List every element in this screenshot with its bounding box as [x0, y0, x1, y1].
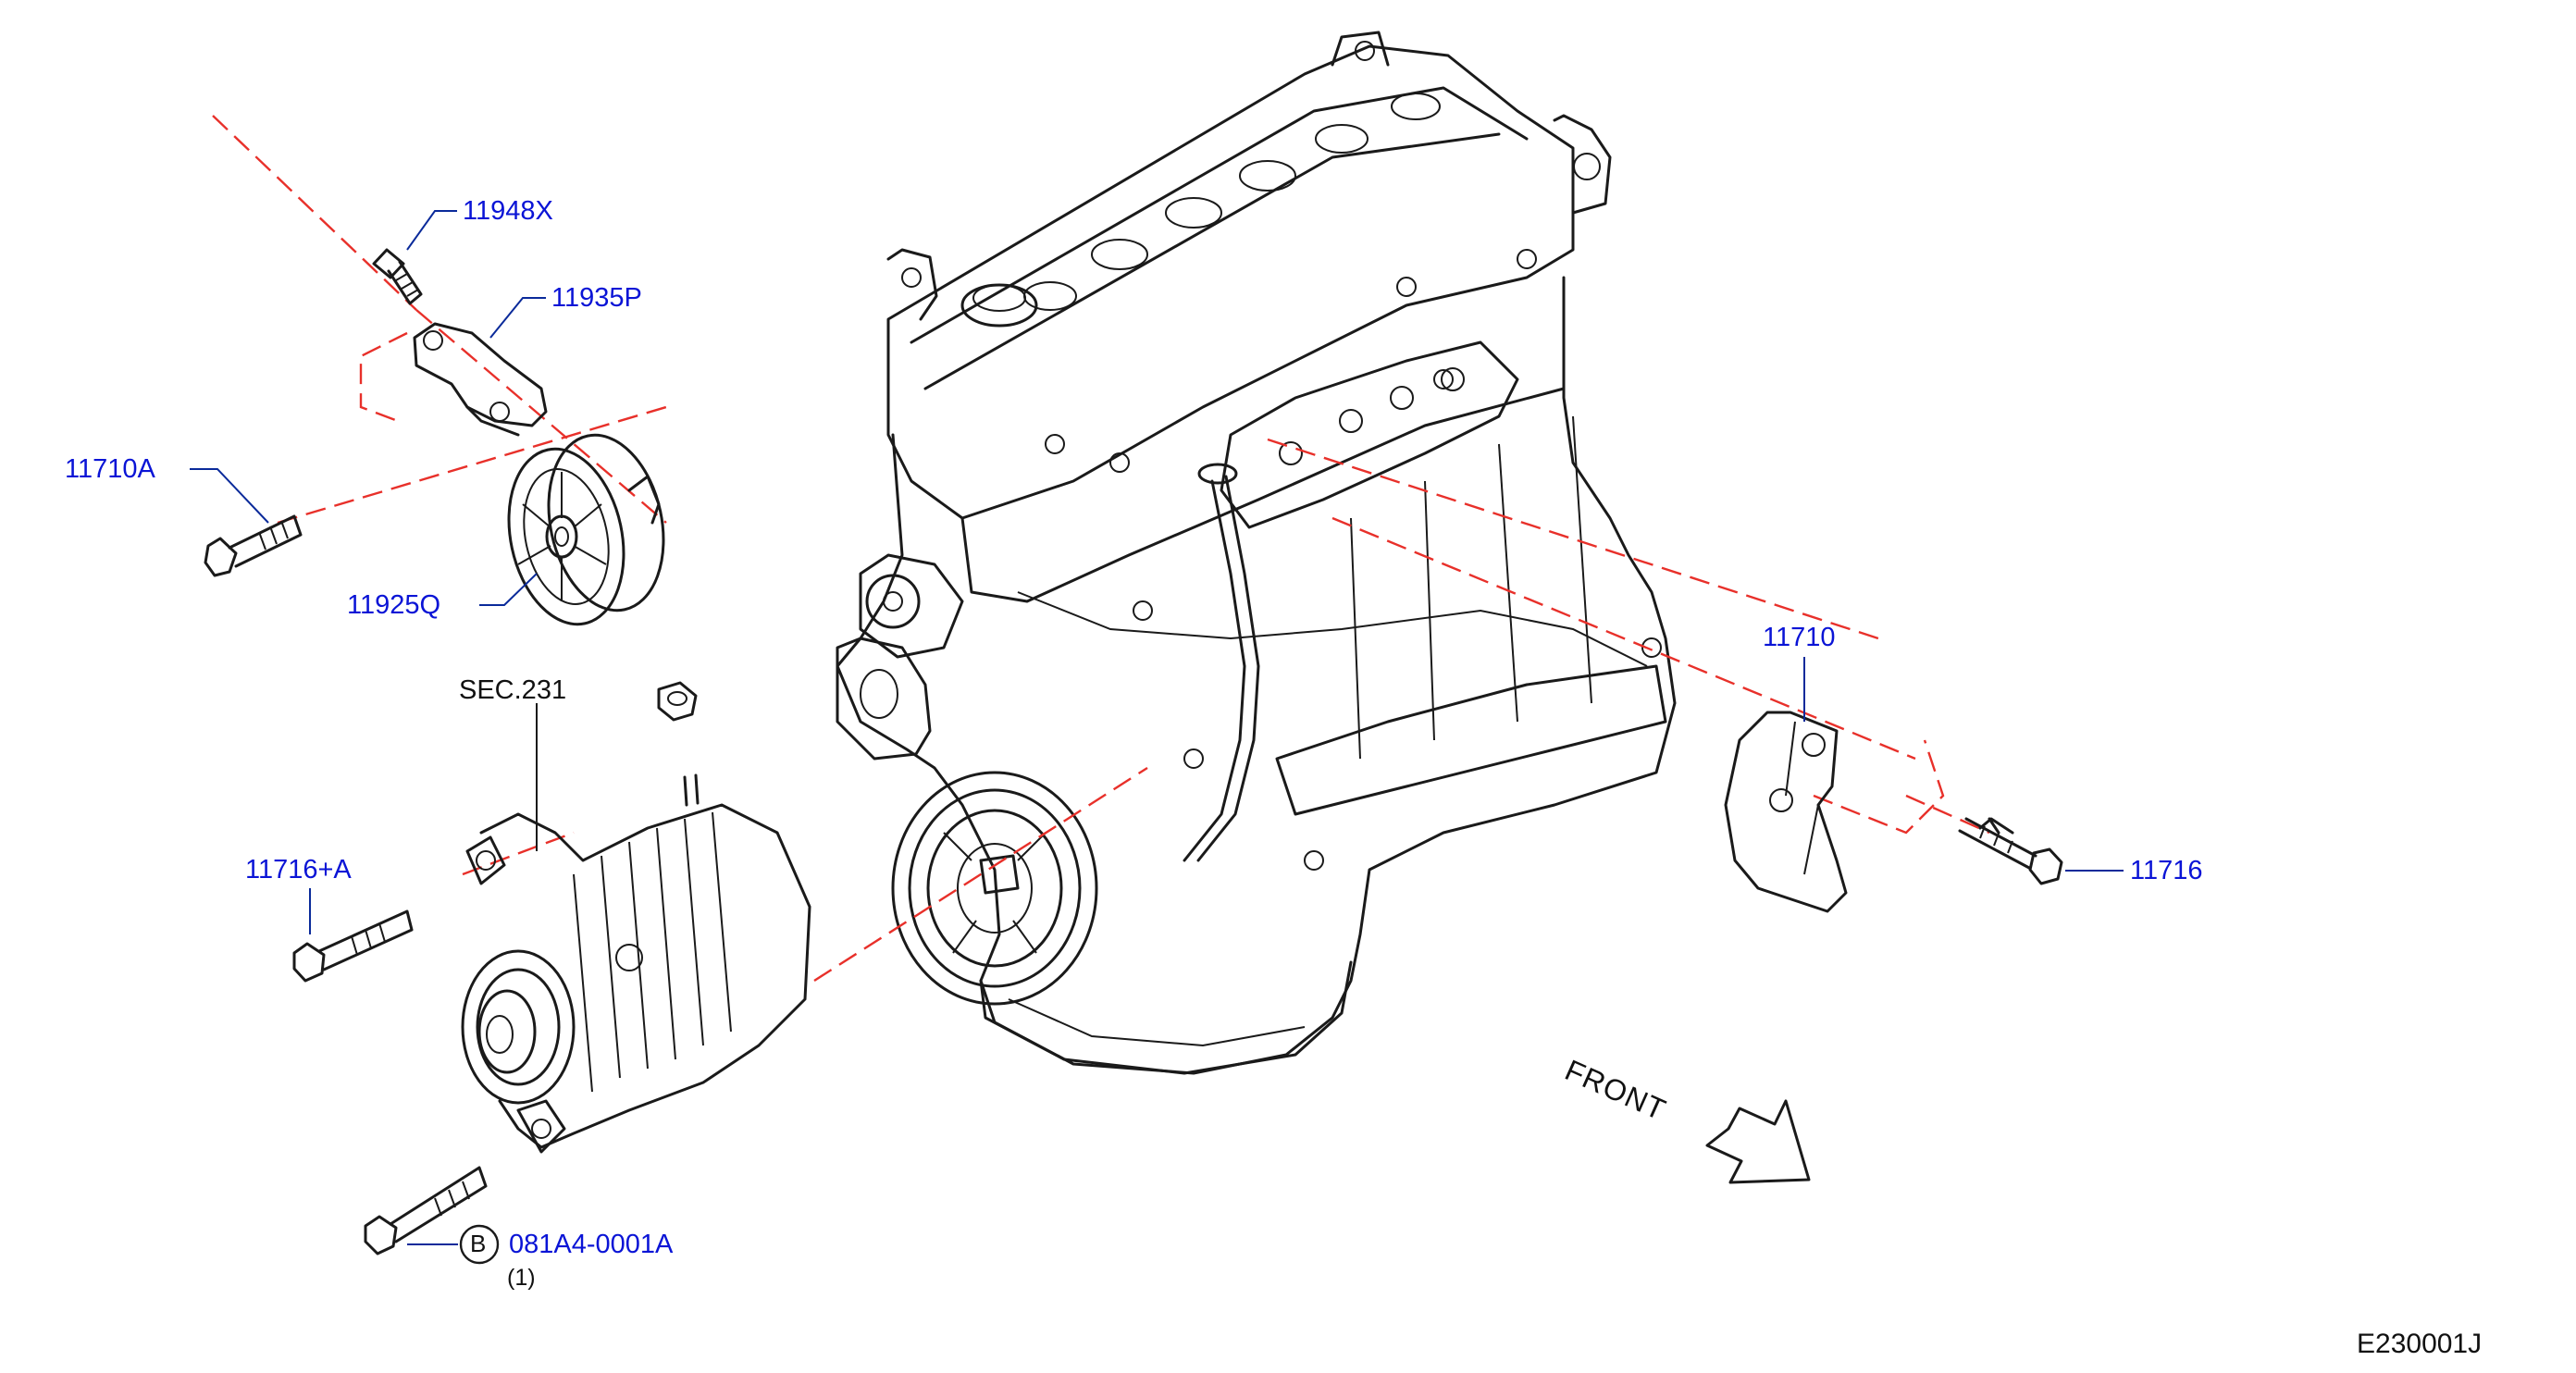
front-arrow-icon — [1705, 1099, 1811, 1184]
figure-id: E230001J — [2357, 1329, 2483, 1359]
alternator-drawing — [461, 681, 811, 1154]
label-11935p: 11935P — [551, 283, 642, 313]
bracket-11935p-drawing — [413, 322, 548, 437]
label-11716-a: 11716+A — [245, 855, 352, 884]
leader-lines — [190, 210, 2124, 1245]
label-sec-231: SEC.231 — [459, 675, 567, 705]
label-11716: 11716 — [2130, 856, 2203, 885]
idler-pulley-11925q-drawing — [507, 433, 665, 626]
circle-marker-ring — [459, 1224, 500, 1265]
label-081a4-0001a: 081A4-0001A — [509, 1230, 674, 1259]
label-081a4-quantity: (1) — [507, 1265, 536, 1291]
label-11925q: 11925Q — [347, 590, 441, 620]
label-11710: 11710 — [1763, 623, 1836, 652]
bolt-11948x-drawing — [372, 248, 423, 305]
label-11710a: 11710A — [65, 454, 155, 484]
engine-assembly — [836, 31, 1677, 1075]
label-11948x: 11948X — [463, 196, 553, 226]
bolt-11716a-drawing — [292, 909, 414, 983]
centerlines — [212, 115, 1990, 983]
bolt-11716-drawing — [1958, 817, 2063, 885]
bolt-081a4-drawing — [364, 1166, 488, 1255]
bolt-11710a-drawing — [204, 514, 303, 577]
circle-marker-letter: B — [470, 1230, 487, 1257]
bracket-11710-drawing — [1724, 711, 1848, 913]
